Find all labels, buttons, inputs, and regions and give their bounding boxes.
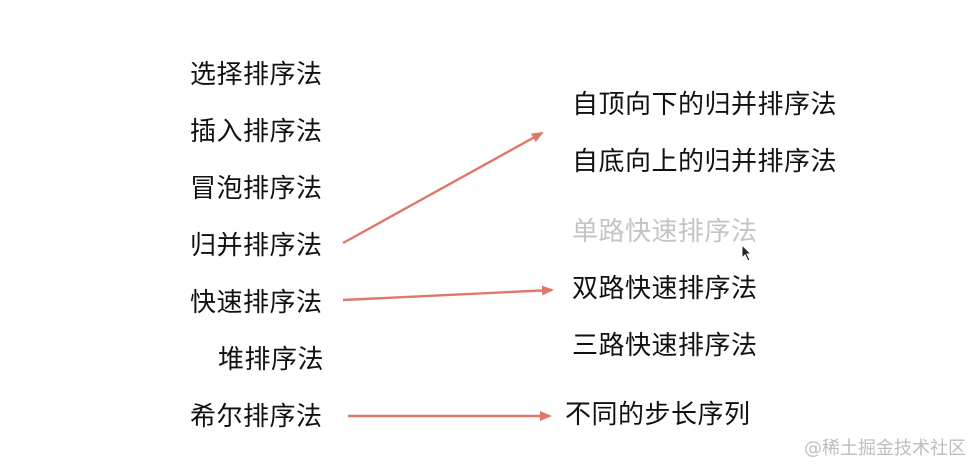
left-item-merge-sort: 归并排序法: [190, 231, 323, 261]
left-item-quick-sort: 快速排序法: [190, 288, 323, 318]
arrow-merge-to-top-down: [342, 131, 544, 245]
right-item-two-way-quick-sort: 双路快速排序法: [572, 274, 758, 304]
left-item-insertion-sort: 插入排序法: [190, 117, 323, 147]
left-item-bubble-sort: 冒泡排序法: [190, 174, 323, 204]
right-item-single-way-quick-sort: 单路快速排序法: [572, 217, 758, 247]
right-item-gap-sequences: 不同的步长序列: [565, 400, 751, 430]
left-item-heap-sort: 堆排序法: [218, 345, 325, 375]
arrow-quick-to-two-way: [342, 285, 554, 302]
left-item-shell-sort: 希尔排序法: [190, 402, 323, 432]
watermark: @稀土掘金技术社区: [804, 438, 966, 459]
right-item-bottom-up-merge-sort: 自底向上的归并排序法: [572, 147, 838, 177]
mouse-cursor-icon: [741, 244, 753, 262]
right-item-top-down-merge-sort: 自顶向下的归并排序法: [572, 90, 838, 120]
left-item-selection-sort: 选择排序法: [190, 60, 323, 90]
right-item-three-way-quick-sort: 三路快速排序法: [572, 331, 758, 361]
